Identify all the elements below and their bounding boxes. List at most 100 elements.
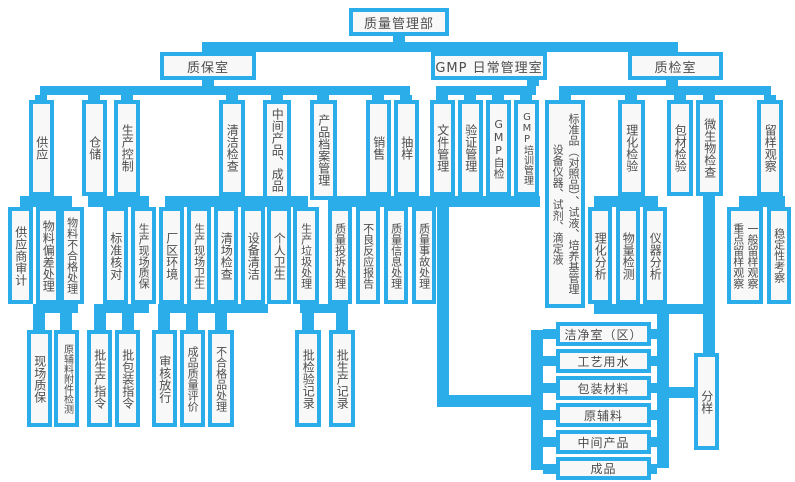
connector: [226, 95, 238, 100]
node-quality-info: 质量信息处理: [384, 207, 408, 304]
connector: [669, 387, 694, 398]
connector: [464, 95, 476, 100]
node-material-rejection: 物料不合格处理: [60, 207, 84, 304]
connector: [88, 196, 149, 207]
node-raw-material-testing: 原辅料附件检测: [54, 330, 79, 427]
node-retained-sample-types: 一般留样观察 重点留样观察: [727, 207, 763, 304]
connector: [186, 313, 198, 330]
connector: [543, 410, 556, 420]
connector: [764, 95, 776, 100]
node-production-waste: 生产垃圾处理: [293, 207, 319, 304]
connector: [302, 313, 314, 330]
connector: [336, 313, 348, 330]
connector: [215, 313, 227, 330]
connector: [657, 304, 669, 468]
node-retained-sample-observation: 留样观察: [757, 100, 783, 196]
connector: [165, 196, 308, 207]
node-plant-environment: 厂区环境: [159, 207, 184, 304]
node-onsite-qa: 现场质保: [27, 330, 52, 427]
node-quality-accident: 质量事故处理: [412, 207, 436, 304]
connector: [437, 395, 543, 407]
node-gmp-office: GMP 日常管理室: [431, 52, 547, 80]
node-document-management: 文件管理: [430, 100, 455, 196]
node-clean-room: 洁净室（区）: [556, 322, 651, 346]
node-batch-test-record: 批检验记录: [295, 330, 321, 427]
node-gmp-self-inspection: GMP自检: [486, 100, 511, 196]
connector: [158, 304, 268, 313]
node-review-release: 审核放行: [152, 330, 177, 427]
node-production-site-qa: 生产现场质保: [131, 207, 156, 304]
connector: [651, 410, 657, 420]
node-cleaning-inspection: 清洁检查: [219, 100, 245, 196]
connector: [436, 95, 448, 100]
connector: [393, 36, 405, 42]
node-sample-splitting: 分样: [694, 353, 719, 450]
node-sampling: 抽样: [394, 100, 419, 196]
connector: [625, 95, 637, 100]
node-supplier-audit: 供应商审计: [8, 207, 33, 304]
connector: [531, 330, 543, 470]
connector: [651, 437, 657, 447]
connector: [543, 329, 556, 339]
node-sales: 销售: [366, 100, 391, 196]
node-batch-packaging-order: 批包装指令: [115, 330, 140, 427]
connector: [35, 95, 47, 100]
connector: [492, 95, 504, 100]
node-finished-product-evaluation: 成品质量评价: [180, 330, 205, 427]
node-standards-line2: 设备仪器、试剂、滴定液: [551, 143, 565, 265]
node-physchem-inspection: 理化检验: [618, 100, 645, 196]
connector: [594, 304, 714, 314]
connector: [703, 95, 715, 100]
connector: [33, 313, 45, 330]
connector: [543, 437, 556, 447]
node-validation-management: 验证管理: [458, 100, 483, 196]
node-finished-products: 成品: [556, 457, 651, 480]
connector: [651, 464, 657, 474]
connector: [594, 196, 658, 207]
node-key-retained-observation: 重点留样观察: [731, 222, 745, 289]
connector: [94, 313, 106, 330]
node-batch-production-record: 批生产记录: [329, 330, 355, 427]
node-packaging-inspection: 包材检验: [667, 100, 693, 196]
node-batch-production-order: 批生产指令: [87, 330, 112, 427]
node-standards-reagents: 标准品（对照品）、试液、培养基管理 设备仪器、试剂、滴定液: [545, 100, 585, 308]
connector: [651, 329, 657, 339]
connector: [158, 313, 170, 330]
node-quality-complaint: 质量投诉处理: [328, 207, 352, 304]
connector: [666, 80, 678, 86]
connector: [122, 313, 134, 330]
connector: [33, 304, 78, 313]
node-production-control: 生产控制: [114, 100, 140, 196]
node-supply: 供应: [29, 100, 54, 196]
node-site-hygiene: 生产现场卫生: [187, 207, 211, 304]
connector: [739, 196, 785, 207]
node-stability-study: 稳定性考察: [767, 207, 791, 304]
connector: [300, 304, 348, 313]
connector: [121, 95, 133, 100]
connector: [317, 95, 329, 100]
node-intermediate-products: 中间产品: [556, 430, 651, 454]
connector: [40, 86, 410, 95]
node-qc-office: 质检室: [628, 52, 723, 80]
connector: [202, 42, 678, 52]
node-gmp-training: GMP培训管理: [514, 100, 539, 196]
node-storage: 仓储: [82, 100, 107, 196]
connector: [202, 80, 214, 86]
connector: [543, 356, 556, 366]
node-personal-hygiene: 个人卫生: [267, 207, 291, 304]
node-standards-line1: 标准品（对照品）、试液、培养基管理: [567, 113, 580, 295]
connector: [372, 95, 384, 100]
connector: [520, 95, 532, 100]
node-packaging-materials: 包装材料: [556, 376, 651, 400]
node-clearance-check: 清场检查: [214, 207, 238, 304]
node-material-deviation: 物料偏差处理: [36, 207, 60, 304]
connector: [543, 383, 556, 393]
node-microbiology-check: 微生物检查: [696, 100, 723, 196]
node-equipment-cleaning: 设备清洁: [241, 207, 265, 304]
node-process-water: 工艺用水: [556, 349, 651, 373]
connector: [94, 304, 149, 313]
connector: [20, 196, 72, 207]
node-intermediate-finished: 中间产品、成品: [263, 100, 291, 200]
connector: [400, 95, 412, 100]
node-general-retained-observation: 一般留样观察: [746, 222, 759, 289]
